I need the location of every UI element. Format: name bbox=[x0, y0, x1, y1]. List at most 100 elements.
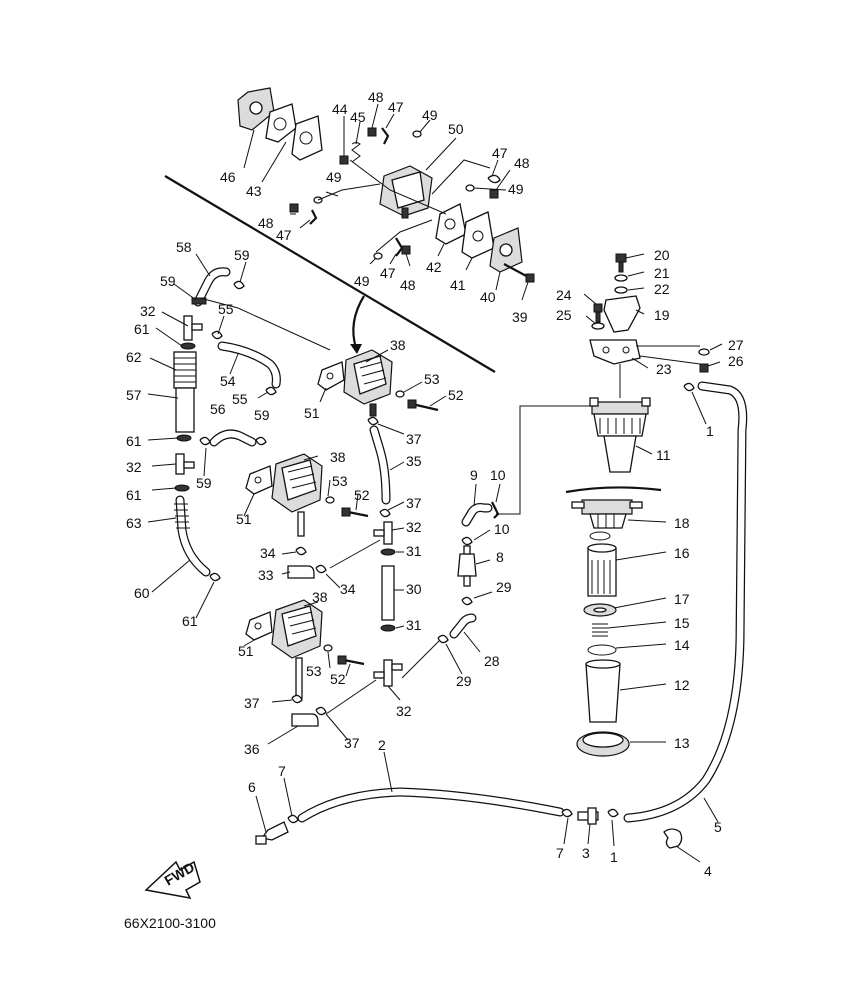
callout-61: 61 bbox=[182, 613, 198, 629]
filter-divider-arc bbox=[565, 486, 662, 494]
exploded-arrow-head bbox=[350, 344, 362, 354]
callout-30: 30 bbox=[406, 581, 422, 597]
callout-22: 22 bbox=[654, 281, 670, 297]
callout-labels: 46 43 44 45 48 47 49 50 47 48 49 49 48 4… bbox=[126, 89, 744, 879]
callout-59: 59 bbox=[196, 475, 212, 491]
callout-48: 48 bbox=[258, 215, 274, 231]
callout-41: 41 bbox=[450, 277, 466, 293]
callout-56: 56 bbox=[210, 401, 226, 417]
diagram-code: 66X2100-3100 bbox=[124, 915, 216, 931]
top-pump-assembly bbox=[237, 87, 535, 301]
callout-33: 33 bbox=[258, 567, 274, 583]
callout-7: 7 bbox=[556, 845, 564, 861]
callout-52: 52 bbox=[330, 671, 346, 687]
callout-40: 40 bbox=[480, 289, 496, 305]
callout-38: 38 bbox=[330, 449, 346, 465]
callout-50: 50 bbox=[448, 121, 464, 137]
callout-6: 6 bbox=[248, 779, 256, 795]
callout-37: 37 bbox=[406, 495, 422, 511]
callout-29: 29 bbox=[456, 673, 472, 689]
callout-48: 48 bbox=[368, 89, 384, 105]
callout-43: 43 bbox=[246, 183, 262, 199]
callout-49: 49 bbox=[326, 169, 342, 185]
section-divider-line bbox=[164, 175, 496, 373]
callout-2: 2 bbox=[378, 737, 386, 753]
callout-15: 15 bbox=[674, 615, 690, 631]
callout-49: 49 bbox=[508, 181, 524, 197]
callout-48: 48 bbox=[400, 277, 416, 293]
callout-59: 59 bbox=[234, 247, 250, 263]
fuel-pump-lower bbox=[243, 599, 441, 745]
callout-1: 1 bbox=[610, 849, 618, 865]
callout-47: 47 bbox=[492, 145, 508, 161]
callout-46: 46 bbox=[220, 169, 236, 185]
callout-37: 37 bbox=[344, 735, 360, 751]
callout-1: 1 bbox=[706, 423, 714, 439]
callout-25: 25 bbox=[556, 307, 572, 323]
left-hose-assembly bbox=[147, 253, 331, 619]
callout-36: 36 bbox=[244, 741, 260, 757]
callout-29: 29 bbox=[496, 579, 512, 595]
callout-60: 60 bbox=[134, 585, 150, 601]
callout-52: 52 bbox=[354, 487, 370, 503]
callout-10: 10 bbox=[490, 467, 506, 483]
callout-38: 38 bbox=[312, 589, 328, 605]
callout-61: 61 bbox=[134, 321, 150, 337]
callout-53: 53 bbox=[332, 473, 348, 489]
callout-42: 42 bbox=[426, 259, 442, 275]
callout-11: 11 bbox=[656, 447, 671, 463]
callout-62: 62 bbox=[126, 349, 142, 365]
callout-63: 63 bbox=[126, 515, 142, 531]
callout-34: 34 bbox=[260, 545, 276, 561]
callout-32: 32 bbox=[406, 519, 422, 535]
callout-31: 31 bbox=[406, 543, 422, 559]
callout-61: 61 bbox=[126, 487, 142, 503]
callout-35: 35 bbox=[406, 453, 422, 469]
callout-5: 5 bbox=[714, 819, 722, 835]
callout-57: 57 bbox=[126, 387, 142, 403]
fwd-arrow-icon: FWD bbox=[144, 859, 201, 900]
bottom-hoses bbox=[255, 381, 748, 863]
callout-8: 8 bbox=[496, 549, 504, 565]
gasket-43-b bbox=[291, 115, 323, 161]
callout-26: 26 bbox=[728, 353, 744, 369]
callout-44: 44 bbox=[332, 101, 348, 117]
callout-28: 28 bbox=[484, 653, 500, 669]
callout-38: 38 bbox=[390, 337, 406, 353]
callout-18: 18 bbox=[674, 515, 690, 531]
fuel-filter-assembly bbox=[571, 253, 723, 757]
callout-51: 51 bbox=[236, 511, 252, 527]
callout-49: 49 bbox=[422, 107, 438, 123]
callout-9: 9 bbox=[470, 467, 478, 483]
callout-52: 52 bbox=[448, 387, 464, 403]
callout-37: 37 bbox=[406, 431, 422, 447]
callout-58: 58 bbox=[176, 239, 192, 255]
diaphragm-41 bbox=[461, 211, 495, 259]
callout-49: 49 bbox=[354, 273, 370, 289]
callout-47: 47 bbox=[388, 99, 404, 115]
callout-47: 47 bbox=[276, 227, 292, 243]
callout-45: 45 bbox=[350, 109, 366, 125]
exploded-arrow bbox=[352, 295, 365, 349]
callout-27: 27 bbox=[728, 337, 744, 353]
callout-47: 47 bbox=[380, 265, 396, 281]
callout-51: 51 bbox=[304, 405, 320, 421]
callout-7: 7 bbox=[278, 763, 286, 779]
callout-3: 3 bbox=[582, 845, 590, 861]
callout-53: 53 bbox=[424, 371, 440, 387]
callout-14: 14 bbox=[674, 637, 690, 653]
callout-53: 53 bbox=[306, 663, 322, 679]
fuel-pump-upper bbox=[317, 349, 447, 435]
callout-23: 23 bbox=[656, 361, 672, 377]
callout-34: 34 bbox=[340, 581, 356, 597]
callout-4: 4 bbox=[704, 863, 712, 879]
callout-39: 39 bbox=[512, 309, 528, 325]
gasket-43-a bbox=[265, 103, 297, 143]
callout-61: 61 bbox=[126, 433, 142, 449]
callout-17: 17 bbox=[674, 591, 690, 607]
callout-12: 12 bbox=[674, 677, 690, 693]
callout-55: 55 bbox=[218, 301, 234, 317]
callout-32: 32 bbox=[126, 459, 142, 475]
callout-32: 32 bbox=[396, 703, 412, 719]
